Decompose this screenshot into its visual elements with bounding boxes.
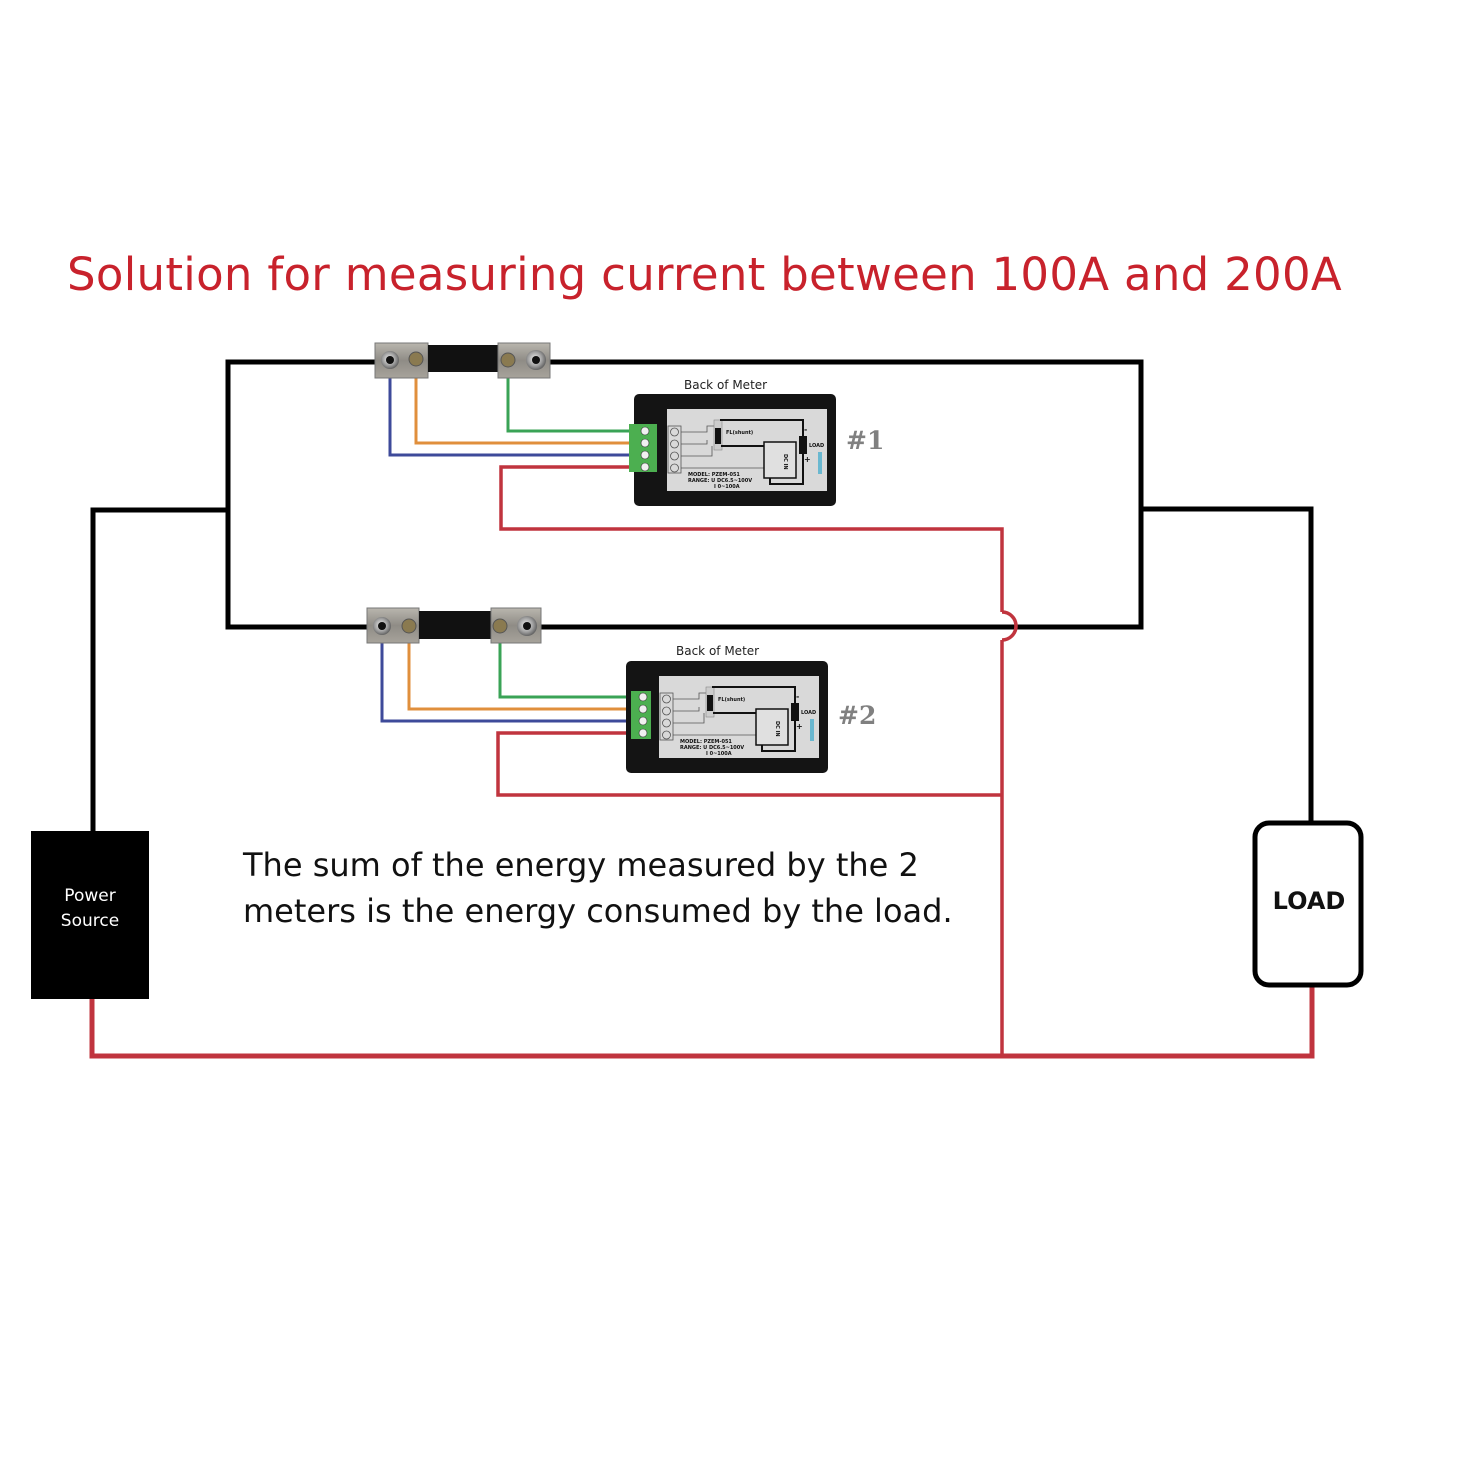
terminal-block	[631, 691, 651, 739]
wire-meter1-positive	[499, 465, 1004, 612]
shunt-screw-icon	[492, 618, 508, 634]
explanation-note: The sum of the energy measured by the 2 …	[243, 846, 953, 930]
meter-range-u-label: RANGE: U DC6.5~100V	[688, 478, 752, 484]
wire-ps-to-bus	[90, 507, 231, 834]
meter-shunt-label: FL(shunt)	[718, 697, 745, 703]
meter-2-caption: Back of Meter	[676, 644, 760, 658]
meter-load-label: LOAD	[801, 710, 816, 716]
meter-range-i-label: I 0~100A	[706, 751, 732, 757]
shunt-screw-icon	[408, 351, 424, 367]
sense-wiring-2	[380, 627, 642, 723]
meter-model-label: MODEL: PZEM-051	[688, 472, 740, 478]
sense-wire-orange-1	[414, 362, 650, 445]
positive-wiring	[89, 465, 1315, 1059]
sense-wire-blue-1	[388, 362, 650, 457]
shunt-1	[374, 342, 551, 379]
load-box	[1252, 820, 1364, 988]
diagram-title: Solution for measuring current between 1…	[67, 248, 1343, 301]
power-source-label-line2: Source	[60, 911, 120, 931]
brand-logo-icon	[818, 452, 822, 474]
meter-shunt-label: FL(shunt)	[726, 430, 753, 436]
wire-crossover-hop	[1001, 610, 1018, 642]
brand-logo-icon	[810, 719, 814, 741]
sense-wire-green-1	[506, 362, 650, 433]
shunt-screw-icon	[500, 352, 516, 368]
power-source-box	[31, 831, 149, 999]
meter-dc-label: DC IN	[774, 721, 780, 737]
meter-load-label: LOAD	[809, 443, 824, 449]
meter-plus-label: +	[804, 455, 811, 464]
meter-range-i-label: I 0~100A	[714, 484, 740, 490]
meter-minus-label: -	[804, 425, 807, 434]
meter-range-u-label: RANGE: U DC6.5~100V	[680, 745, 744, 751]
sense-wire-orange-2	[407, 627, 642, 711]
wire-bus-to-load	[1138, 506, 1314, 826]
sense-wire-green-2	[498, 627, 642, 699]
meter-2-number: #2	[838, 701, 877, 730]
negative-wiring	[90, 359, 1314, 834]
meter-1-number: #1	[846, 426, 885, 455]
sense-wire-blue-2	[380, 627, 642, 723]
meter-1-caption: Back of Meter	[684, 378, 768, 392]
sense-wiring-1	[388, 362, 650, 457]
shunt-screw-icon	[401, 618, 417, 634]
wire-ps-to-load-positive	[89, 985, 1315, 1059]
load-label: LOAD	[1272, 887, 1346, 915]
meter-2: FL(shunt) LOAD DC IN - + MODEL: PZEM-051…	[626, 661, 828, 773]
power-source-label: Power Source	[32, 884, 148, 934]
meter-dc-label: DC IN	[782, 454, 788, 470]
power-source-label-line1: Power	[64, 886, 116, 906]
meter-model-label: MODEL: PZEM-051	[680, 739, 732, 745]
wire-meter2-positive	[496, 731, 1002, 797]
meter-plus-label: +	[796, 722, 803, 731]
meter-minus-label: -	[796, 692, 799, 701]
shunt-2	[366, 607, 542, 644]
meter-1: FL(shunt) LOAD DC IN - + MODEL: PZEM-051…	[629, 394, 836, 506]
